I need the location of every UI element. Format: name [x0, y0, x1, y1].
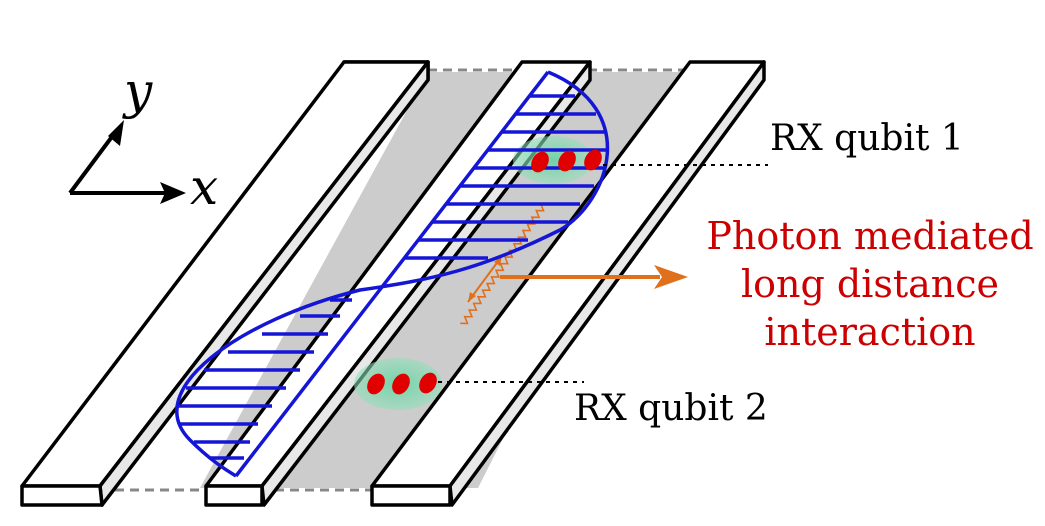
photon-double-arrow: [467, 255, 503, 303]
qubit1-dot: [531, 151, 549, 173]
x-axis-label: x: [190, 158, 219, 216]
qubit1-dot: [584, 149, 602, 171]
y-axis-label: y: [124, 62, 153, 120]
qubit2-label: RX qubit 2: [574, 388, 768, 429]
field-envelope: [175, 70, 609, 478]
photon-wiggle: [460, 203, 549, 325]
y-axis-arrow-head: [108, 120, 124, 146]
qubit1-dots: [531, 149, 602, 173]
qubit1-label: RX qubit 1: [770, 118, 964, 159]
x-axis-arrow-head: [160, 182, 186, 204]
qubit1-glow: [513, 136, 593, 184]
qubit1-dot: [558, 150, 576, 172]
interaction-label: Photon mediated long distance interactio…: [700, 212, 1040, 356]
interaction-label-line1: Photon mediated: [706, 214, 1034, 258]
interaction-label-line2: long distance: [740, 262, 1000, 306]
qubit2-dot: [419, 372, 437, 394]
qubit2-dot: [392, 373, 410, 395]
photon-arrow-head-bottom: [468, 292, 476, 302]
qubit2-dots: [367, 372, 437, 395]
interaction-label-line3: interaction: [764, 310, 976, 354]
coordinate-axes: [68, 132, 170, 195]
interaction-arrow-head: [654, 265, 688, 289]
qubit2-dot: [367, 373, 385, 395]
right-ground-strip: [370, 60, 766, 507]
